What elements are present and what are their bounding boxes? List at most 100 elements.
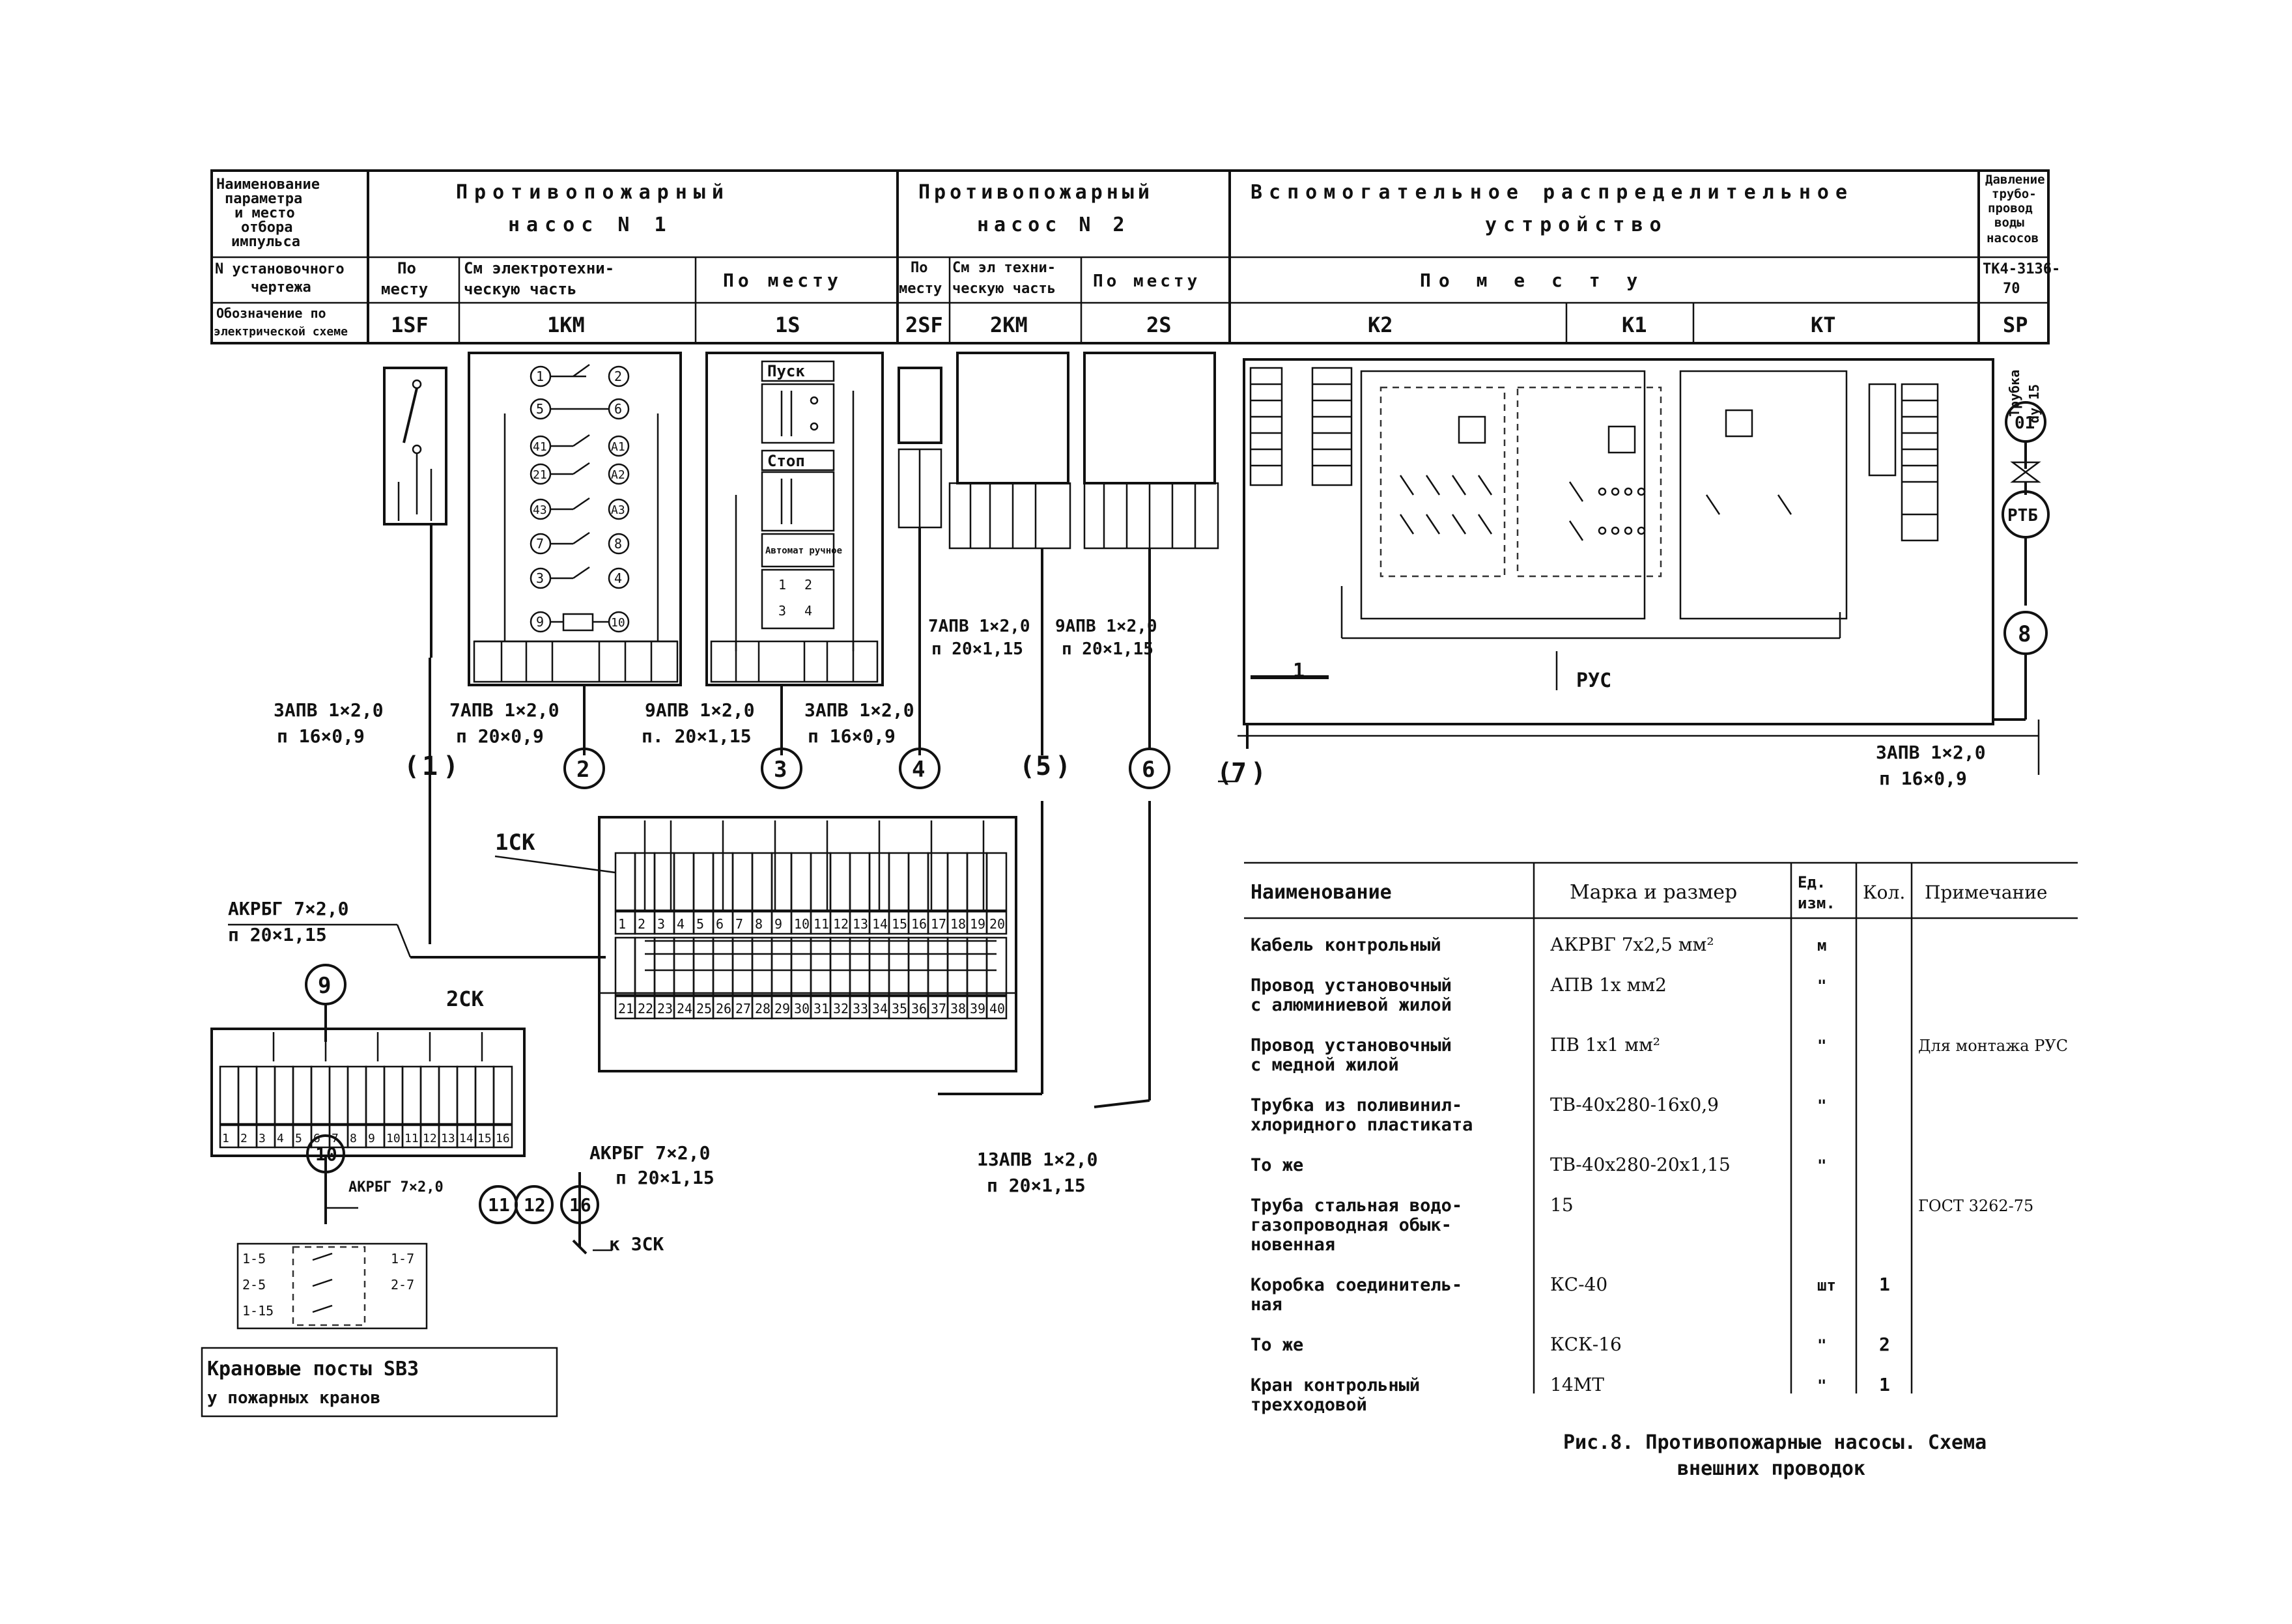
spec-name: Провод установочный — [1251, 975, 1452, 996]
spec-qty: 1 — [1879, 1374, 1890, 1395]
svg-text:16: 16 — [569, 1194, 591, 1216]
aux-coil-circles — [1598, 487, 1646, 535]
terminal-number: 12 — [423, 1132, 437, 1145]
pump2-title: насос N 2 — [977, 214, 1130, 236]
terminal-number: 15 — [477, 1132, 492, 1145]
svg-text:п 16×0,9: п 16×0,9 — [1879, 768, 1967, 789]
cable-1: 3АПВ 1×2,0 п 16×0,9 1 () — [274, 699, 459, 781]
svg-text:3: 3 — [536, 570, 544, 586]
svg-text:2: 2 — [804, 577, 812, 593]
terminal-number: 40 — [989, 1001, 1005, 1016]
terminal-number: 33 — [853, 1001, 868, 1016]
terminal-number: 34 — [872, 1001, 888, 1016]
stop-label: Стоп — [767, 452, 805, 470]
designation: 1S — [775, 313, 800, 337]
terminal-wire-tag — [614, 936, 636, 996]
spec-name: ная — [1251, 1295, 1282, 1315]
cable-2: 7АПВ 1×2,0 п 20×0,9 2 — [449, 699, 605, 789]
svg-text:11: 11 — [488, 1194, 510, 1216]
caption-line: Рис.8. Противопожарные насосы. Схема — [1563, 1431, 1987, 1454]
terminal-wire-tag — [829, 852, 851, 912]
designation: 2SF — [905, 313, 943, 337]
svg-text:п. 20×1,15: п. 20×1,15 — [642, 725, 752, 747]
header-titles: Противопожарный насос N 1 Противопожарны… — [456, 173, 2045, 245]
designation: 2КМ — [990, 313, 1028, 337]
auto-label: Автомат ручное — [765, 546, 842, 556]
aux-title: Вспомогательное распределительное — [1251, 181, 1854, 204]
spec-unit: " — [1817, 977, 1826, 995]
pump1-title: Противопожарный — [456, 181, 730, 204]
terminal-wire-tag — [673, 852, 695, 912]
cable-10: 10 АКРБГ 7×2,0 — [306, 1134, 444, 1196]
svg-text:8: 8 — [614, 536, 622, 552]
spec-unit: " — [1817, 1336, 1826, 1354]
spec-name: Трубка из поливинил- — [1251, 1095, 1462, 1115]
terminal-number: 36 — [911, 1001, 927, 1016]
terminal-number: 24 — [677, 1001, 692, 1016]
svg-text:A2: A2 — [611, 468, 625, 482]
aux-terminal-strip-right — [1868, 383, 1939, 542]
svg-text:(: ( — [404, 751, 419, 781]
terminal-wire-tag — [347, 1065, 367, 1125]
cable-markers: 3АПВ 1×2,0 п 16×0,9 1 () 7АПВ 1×2,0 п 20… — [228, 617, 1986, 1255]
svg-text:п 20×1,15: п 20×1,15 — [228, 924, 327, 945]
svg-text:3: 3 — [778, 603, 786, 619]
spec-unit: м — [1817, 936, 1826, 955]
terminal-number: 37 — [931, 1001, 946, 1016]
svg-text:(: ( — [1217, 758, 1232, 788]
svg-text:АКРБГ 7×2,0: АКРБГ 7×2,0 — [589, 1142, 710, 1164]
terminal-number: 17 — [931, 916, 946, 932]
designation: SP — [2003, 313, 2028, 337]
terminal-number: 12 — [833, 916, 849, 932]
terminal-number: 31 — [814, 1001, 829, 1016]
svg-text:9АПВ 1×2,0: 9АПВ 1×2,0 — [645, 699, 755, 721]
terminal-wire-tag — [771, 936, 793, 996]
terminal-wire-tag — [946, 852, 969, 912]
terminal-number: 26 — [716, 1001, 731, 1016]
designation: К1 — [1622, 313, 1647, 337]
contact-row: 43 A3 — [530, 497, 630, 520]
svg-text:): ) — [443, 751, 459, 781]
terminal-wire-tag — [829, 936, 851, 996]
spec-unit: шт — [1817, 1276, 1836, 1295]
terminal-number: 11 — [404, 1132, 419, 1145]
spec-name: То же — [1251, 1335, 1303, 1355]
contact-row: 7 8 — [530, 531, 630, 555]
header-table — [210, 169, 2050, 344]
terminal-number: 6 — [716, 916, 724, 932]
contactor-2km — [948, 352, 1071, 550]
svg-text:9: 9 — [536, 614, 544, 630]
svg-text:1: 1 — [1293, 660, 1305, 682]
terminal-number: 23 — [657, 1001, 673, 1016]
aux-contacts — [1399, 475, 1792, 541]
terminal-wire-tag — [907, 936, 929, 996]
mount-label: месту — [381, 280, 428, 298]
terminal-wire-tag — [383, 1065, 404, 1125]
svg-text:21: 21 — [533, 468, 547, 482]
pressure-title: Давление — [1985, 173, 2045, 187]
terminal-number: 20 — [989, 916, 1005, 932]
svg-text:3АПВ 1×2,0: 3АПВ 1×2,0 — [804, 699, 914, 721]
spec-mark: 14МТ — [1550, 1374, 1604, 1395]
terminal-wire-tag — [888, 852, 910, 912]
designation: КТ — [1811, 313, 1836, 337]
terminal-wire-tag — [946, 936, 969, 996]
svg-text:1-15: 1-15 — [242, 1303, 274, 1319]
contactor-1km: 1 2 5 6 41 A1 21 A2 43 A3 7 8 — [468, 352, 682, 686]
svg-text:2-7: 2-7 — [391, 1277, 414, 1293]
svg-text:п 20×1,15: п 20×1,15 — [931, 639, 1023, 659]
aux-title: устройство — [1485, 214, 1668, 236]
svg-text:4: 4 — [614, 570, 622, 586]
svg-text:5: 5 — [536, 401, 544, 417]
figure-caption: Рис.8. Противопожарные насосы. Схема вне… — [1563, 1431, 1987, 1480]
to-3ck-label: к 3СК — [609, 1233, 664, 1255]
header-designations: 1SF 1КМ 1S 2SF 2КМ 2S К2 К1 КТ SP — [391, 313, 2028, 337]
crane-posts-label: у пожарных кранов — [207, 1388, 380, 1408]
spec-table: Наименование Марка и размер Ед. изм. Кол… — [1244, 861, 2078, 1415]
cable-routes — [228, 548, 2040, 1255]
